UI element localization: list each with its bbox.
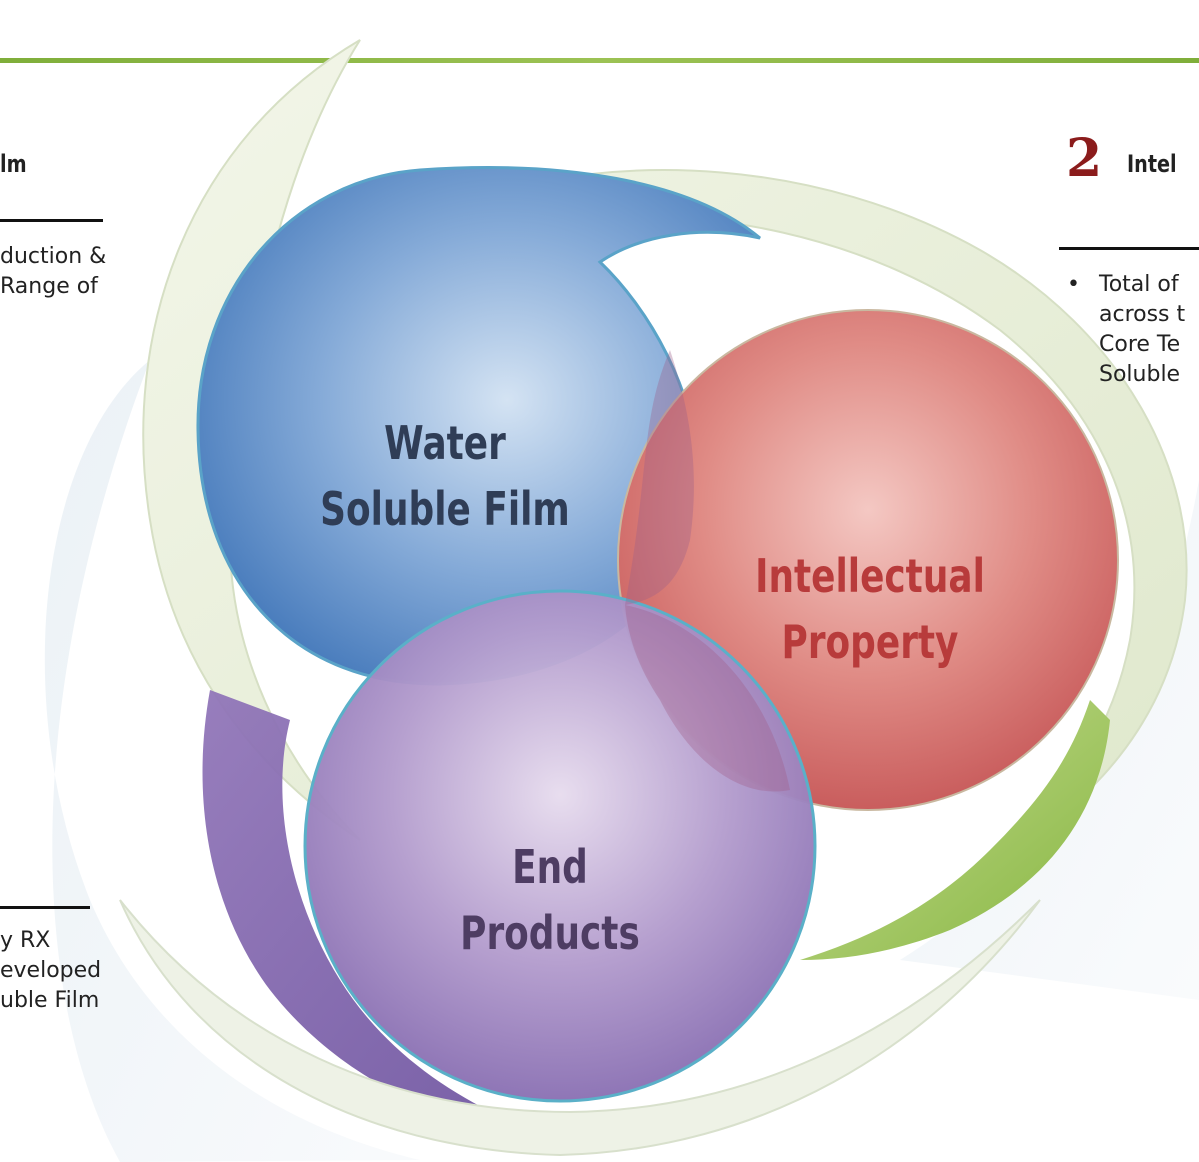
left-bottom-line-3: uble Film: [0, 988, 100, 1013]
end-label-line-2: Products: [460, 906, 640, 960]
section-number: 2: [1066, 128, 1103, 189]
right-text-line-4: Soluble: [1099, 362, 1181, 387]
water-label-line-2: Soluble Film: [320, 482, 570, 536]
left-text-line-1: duction &: [0, 244, 107, 269]
left-bottom-underline: [0, 906, 90, 909]
ip-label-line-2: Property: [781, 615, 959, 669]
right-text-line-2: across t: [1099, 302, 1186, 327]
right-section-heading: Intel: [1127, 150, 1177, 178]
left-heading-underline: [0, 219, 103, 222]
water-soluble-film-label: Water Soluble Film: [316, 410, 573, 542]
water-label-line-1: Water: [384, 416, 506, 470]
right-heading-underline: [1059, 247, 1199, 250]
end-products-label: End Products: [425, 834, 675, 966]
left-bottom-line-1: y RX: [0, 928, 51, 953]
intellectual-property-label: Intellectual Property: [737, 543, 1002, 675]
end-label-line-1: End: [512, 840, 588, 894]
left-text-line-2: Range of: [0, 274, 98, 299]
top-accent-rule: [0, 58, 1199, 63]
ip-label-line-1: Intellectual: [755, 549, 985, 603]
right-text-line-3: Core Te: [1099, 332, 1181, 357]
left-section-heading: lm: [0, 150, 27, 178]
bullet-icon: •: [1067, 272, 1080, 297]
left-bottom-line-2: eveloped: [0, 958, 102, 983]
right-text-line-1: Total of: [1099, 272, 1179, 297]
